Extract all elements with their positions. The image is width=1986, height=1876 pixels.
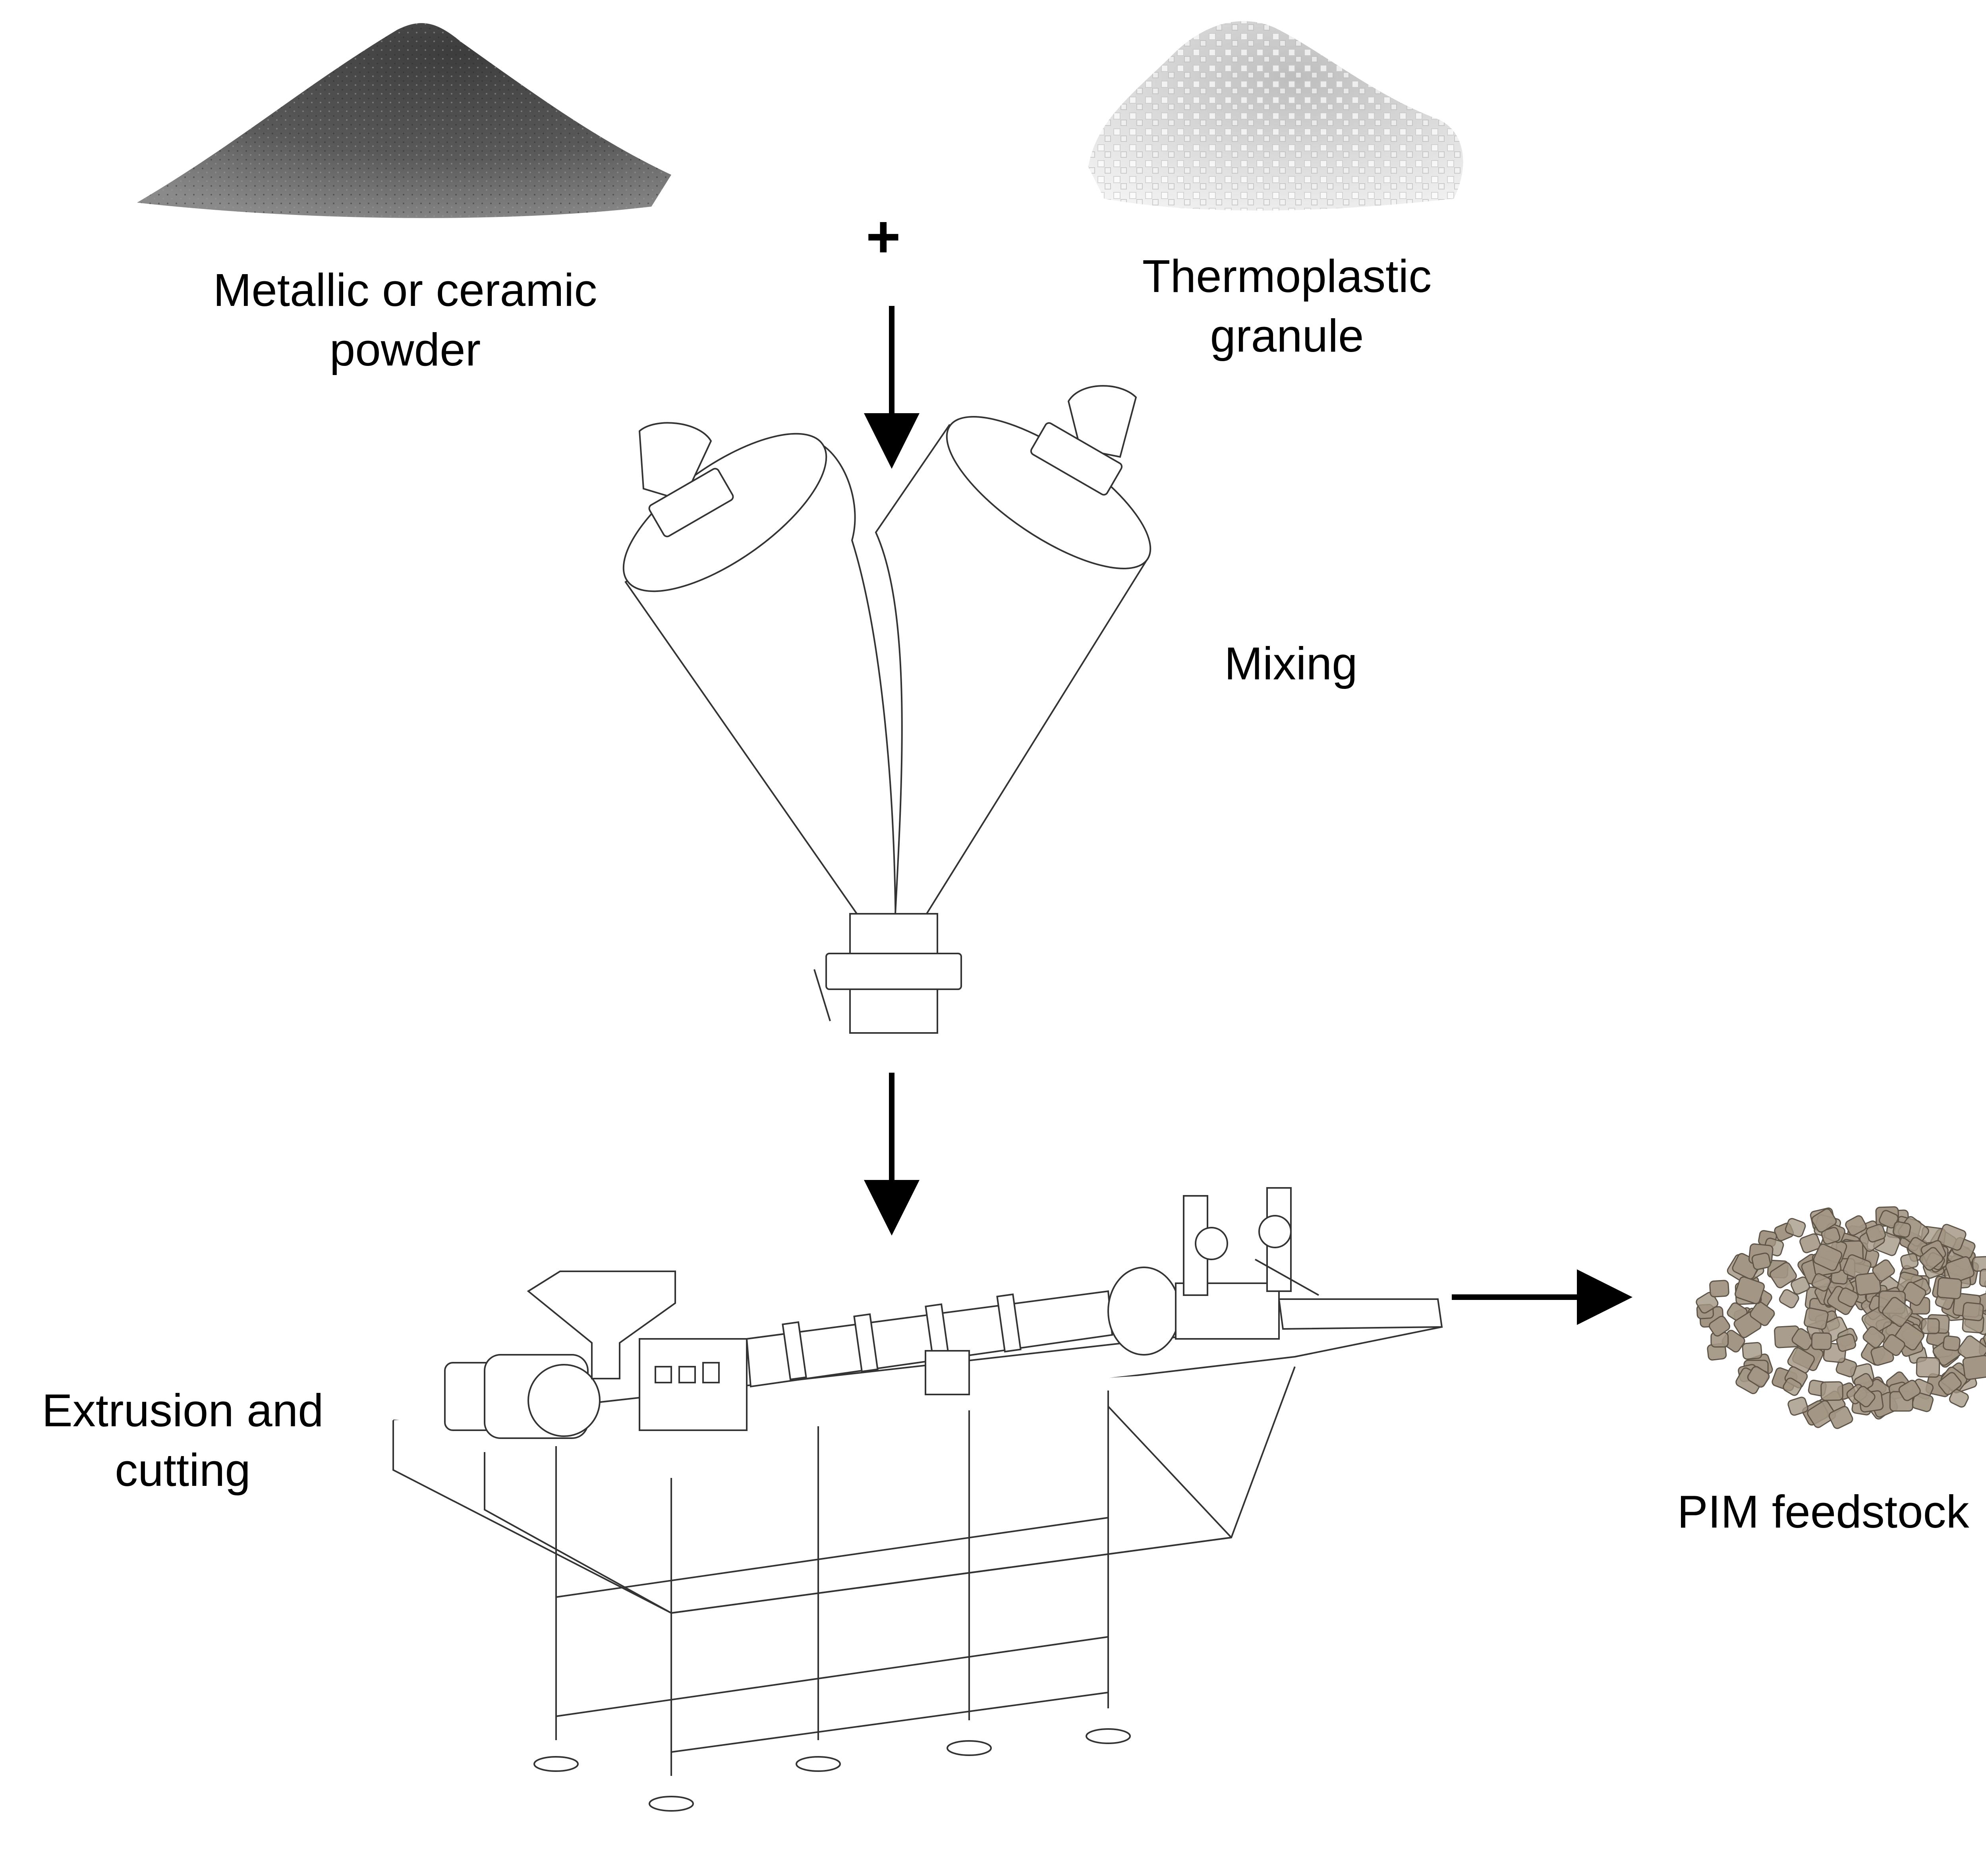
feedstock-pellet — [1735, 1276, 1765, 1304]
feedstock-pellet — [1983, 1329, 1986, 1352]
powder-label: Metallic or ceramic powder — [213, 264, 597, 375]
feedstock-pellet — [1750, 1302, 1775, 1326]
feedstock-pellet — [1921, 1318, 1940, 1334]
feedstock-pellet — [1811, 1332, 1832, 1350]
feedstock-pellet — [1853, 1386, 1876, 1408]
feedstock-pellet — [1901, 1281, 1926, 1306]
v-blender-icon — [622, 385, 1151, 1034]
feedstock-pellet — [1892, 1221, 1911, 1238]
feedstock-pellet — [1872, 1259, 1895, 1282]
feedstock-pellet — [1820, 1381, 1843, 1401]
feedstock-pellet — [1911, 1392, 1934, 1412]
feedstock-pellet — [1962, 1302, 1984, 1321]
feedstock-pellet — [1866, 1224, 1886, 1243]
feedstock-pellet — [1916, 1357, 1940, 1378]
extruder-machine-icon — [392, 1187, 1443, 1812]
feedstock-pellet — [1742, 1342, 1762, 1360]
feedstock-pellet — [1791, 1276, 1810, 1295]
feedstock-pellet — [1837, 1287, 1859, 1307]
plus-symbol: + — [866, 203, 901, 270]
feedstock-pellet — [1813, 1244, 1843, 1271]
feedstock-pellet — [1898, 1379, 1921, 1401]
mixing-label: Mixing — [1224, 638, 1358, 689]
feedstock-pellet — [1811, 1273, 1831, 1292]
feedstock-pellet — [1862, 1326, 1886, 1348]
feedstock-pellet — [1845, 1215, 1867, 1236]
feedstock-pellet — [1882, 1297, 1913, 1327]
feedstock-pellet — [1804, 1307, 1829, 1330]
feedstock-pellet — [1836, 1333, 1857, 1352]
feedstock-pellet — [1807, 1400, 1836, 1428]
powder-pile-icon — [137, 23, 671, 218]
feedstock-pellet — [1783, 1377, 1802, 1396]
feedstock-pellet — [1979, 1269, 1986, 1288]
feedstock-pellet — [1855, 1272, 1882, 1296]
feedstock-pellet — [1900, 1253, 1919, 1270]
feedstock-pellet — [1709, 1280, 1729, 1298]
feedstock-pellet — [1821, 1227, 1841, 1245]
feedstock-pellet — [1747, 1366, 1770, 1388]
feedstock-pellet — [1770, 1262, 1797, 1288]
feedstock-pellet — [1938, 1372, 1962, 1395]
feedstock-pellet — [1709, 1315, 1731, 1337]
feedstock-pellet — [1945, 1256, 1974, 1283]
granule-label: Thermoplastic granule — [1142, 250, 1432, 362]
feedstock-pellet — [1949, 1389, 1969, 1408]
extrusion-label: Extrusion and cutting — [42, 1385, 324, 1496]
feedstock-pellet — [1943, 1335, 1961, 1351]
feedstock-pellet — [1919, 1247, 1943, 1271]
feedstock-pellet — [1828, 1406, 1853, 1429]
feedstock-pellet — [1785, 1218, 1806, 1238]
feedstock-pellet — [1696, 1292, 1719, 1314]
feedstock-pellet — [1937, 1224, 1967, 1251]
feedstock-label: PIM feedstock — [1677, 1486, 1969, 1538]
feedstock-pellet — [1751, 1252, 1771, 1270]
feedstock-pellet — [1799, 1233, 1821, 1253]
feedstock-pellet — [1779, 1289, 1799, 1309]
feedstock-pellets-icon — [1696, 1206, 1986, 1429]
feedstock-pellet — [1937, 1277, 1962, 1300]
feedstock-pellet — [1787, 1396, 1808, 1416]
granule-pile-icon — [1088, 21, 1463, 211]
feedstock-pellet — [1882, 1334, 1905, 1356]
feedstock-pellet — [1811, 1208, 1837, 1233]
feedstock-pellet — [1962, 1355, 1986, 1380]
